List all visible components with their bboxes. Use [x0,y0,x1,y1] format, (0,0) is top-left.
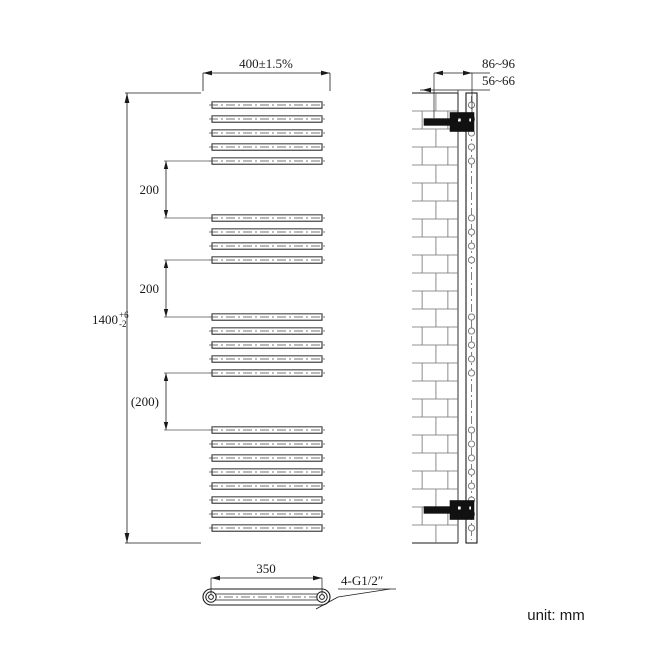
dimension-standoff-outer-label: 86~96 [482,56,516,71]
dimension-standoff-inner-label: 56~66 [482,73,516,88]
dimension-spacing-200-c: (200) [131,372,210,431]
side-rung-section [467,524,476,532]
side-rung-section [467,256,476,264]
side-rung-section [467,228,476,236]
port-right-inner [319,594,325,600]
side-rung-section [467,355,476,363]
unit-note: unit: mm [527,607,585,624]
side-rung-section [467,426,476,434]
side-rung-section [467,242,476,250]
dimension-standoff-inner: 56~66 [420,73,516,120]
side-elevation-view [412,92,478,544]
side-rung-section [467,454,476,462]
port-left-inner [208,594,214,600]
dimension-spacing-200-b: 200 [140,259,210,318]
side-rung-section [467,440,476,448]
side-rung-section [467,157,476,165]
wall-mount-brackets [423,112,475,520]
side-rung-section [467,101,476,109]
dimension-height-1400: 1400 +6 -2 [92,92,201,544]
side-rung-section [467,369,476,377]
bracket-clamp-top [460,113,470,131]
dimension-spacing-2-label: 200 [140,281,160,296]
dimension-height-label: 1400 [92,312,118,327]
dimension-standoff-outer: 86~96 [433,56,516,118]
dimension-spacing-200-a: 200 [140,160,210,219]
side-rung-section [467,313,476,321]
side-rail-profile [465,92,478,544]
dimension-height-upper-tol: +6 [119,310,129,320]
dimension-spacing-3-label: (200) [131,394,159,409]
front-elevation-view [209,101,325,532]
dimension-port-centers-label: 350 [256,561,276,576]
dimension-height-lower-tol: -2 [119,319,127,329]
side-rung-section [467,341,476,349]
bracket-clamp-bottom [460,501,470,519]
dimension-width-label: 400±1.5% [239,56,293,71]
side-rung-section [467,143,476,151]
side-rung-section [467,468,476,476]
dimension-port-centers-350: 350 [210,561,323,594]
brick-wall-hatch [412,92,459,544]
dimension-width-400: 400±1.5% [202,56,331,91]
front-horizontal-rungs [209,101,325,532]
side-rung-section [467,214,476,222]
bracket-arm-top [423,118,453,126]
side-rung-section [467,482,476,490]
bracket-arm-bottom [423,506,453,514]
callout-port-thread-label: 4-G1/2″ [341,573,383,588]
callout-port-thread: 4-G1/2″ [315,573,396,610]
bottom-plan-view [202,588,331,606]
dimension-spacing-1-label: 200 [140,182,160,197]
brick-wall-body [412,93,458,543]
side-rung-section [467,327,476,335]
